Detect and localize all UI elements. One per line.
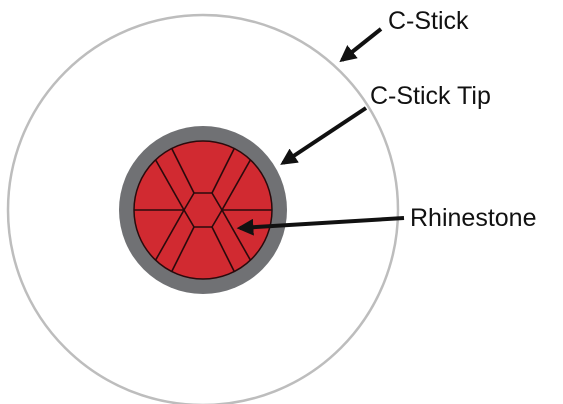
- c-stick-outline: [6, 13, 400, 404]
- rhinestone-arrow: [236, 216, 405, 236]
- rhinestone-gem: [133, 140, 273, 280]
- c-stick-tip-callout: C-Stick Tip: [280, 82, 491, 165]
- rhinestone-facets: [134, 141, 272, 279]
- rhinestone-label: Rhinestone: [410, 204, 536, 232]
- c-stick-callout: C-Stick: [339, 7, 469, 63]
- c-stick-arrow: [339, 27, 383, 63]
- c-stick-tip-label: C-Stick Tip: [370, 82, 491, 110]
- c-stick-label: C-Stick: [388, 7, 469, 35]
- rhinestone-callout: Rhinestone: [236, 204, 536, 236]
- c-stick-tip-arrow: [280, 106, 368, 165]
